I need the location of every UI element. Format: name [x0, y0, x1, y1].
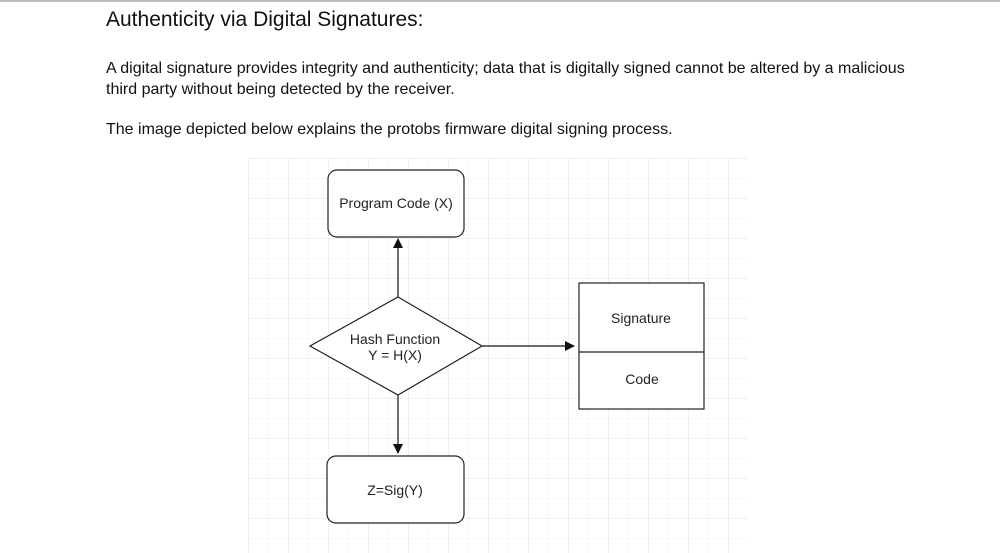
program-code-label: Program Code (X) [339, 195, 453, 211]
code-label: Code [625, 371, 659, 387]
signing-flow-diagram: Program Code (X) Hash Function Y = H(X) … [248, 158, 748, 553]
program-code-box [327, 169, 465, 238]
diagram-caption: The image depicted below explains the pr… [106, 121, 673, 138]
signature-label: Signature [611, 310, 671, 326]
top-rule [0, 0, 1000, 2]
hash-function-diamond [308, 296, 484, 396]
hash-function-label: Hash Function [350, 331, 440, 347]
signature-result-box [326, 455, 465, 524]
hash-formula-label: Y = H(X) [368, 347, 422, 363]
intro-paragraph: A digital signature provides integrity a… [106, 60, 905, 98]
sig-label: Z=Sig(Y) [367, 482, 423, 498]
signed-firmware-block [578, 282, 705, 410]
section-heading: Authenticity via Digital Signatures: [106, 8, 424, 31]
